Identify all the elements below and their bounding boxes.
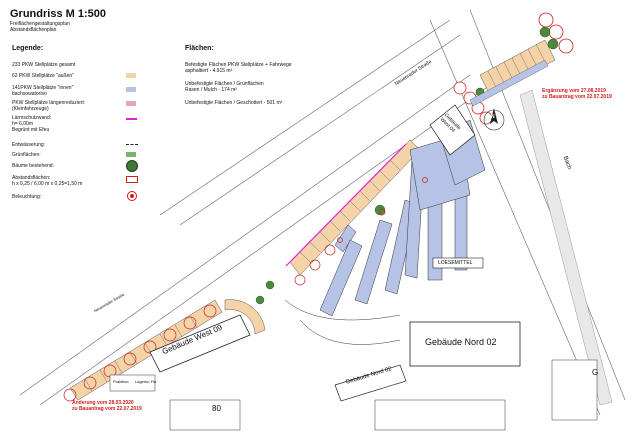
noise-wall <box>285 143 407 267</box>
flaechen-item-green: Unbefestigte Flächen / Grünflächen Rasen… <box>185 81 264 93</box>
building-nord-02 <box>409 321 521 367</box>
lighting-icon <box>127 191 137 201</box>
lighting-markers <box>337 177 428 243</box>
legend-item-drainage: Entwässerung: <box>12 142 46 148</box>
tree-icon <box>126 160 138 172</box>
building-number-label: 80 <box>212 404 221 413</box>
building-west-09 <box>149 314 251 373</box>
legend-item-distance: Abstandsflächen: h x 0,25 / 6,00 m x 0,2… <box>12 175 83 187</box>
loesemittel-box <box>432 257 484 269</box>
north-arrow <box>483 108 505 131</box>
praktiker-label: Praktiker <box>113 379 129 384</box>
loesemittel-label: LOESEMITTEL <box>438 260 473 266</box>
legend-item-outside: 62 PKW Stellplätze "außen" <box>12 73 74 79</box>
legend-item-reduced: PKW Stellplätze längenreduziert: (Kleinf… <box>12 100 86 112</box>
legend-item-noise-wall: Lärmschutzwand: h= 6,00m Begrünt mit Efe… <box>12 115 52 133</box>
building-nord-02-label: Gebäude Nord 02 <box>425 337 497 347</box>
plan-subtitle-1: Freiflächengestaltungsplan <box>10 21 70 27</box>
road-curve-2 <box>299 319 401 345</box>
legend-item-inside: 141PKW Stellplätze "innen" bachsowatoris… <box>12 85 74 97</box>
annotation-ergaenzung: Ergänzung vom 27.08.2019 zu Bauantrag vo… <box>542 88 612 100</box>
legend-item-total: 233 PKW Stellplätze gesamt <box>12 62 76 68</box>
building-bottom-center <box>374 399 506 431</box>
building-west-04 <box>429 104 476 156</box>
building-letter-label: G <box>592 368 599 377</box>
north-label: N <box>491 114 495 120</box>
legend-item-trees: Bäume bestehend: <box>12 163 54 169</box>
tree-row-top-right-green <box>475 26 559 97</box>
drainage-swatch <box>126 144 138 145</box>
legend-heading: Legende: <box>12 45 44 52</box>
distance-area-swatch <box>126 176 138 183</box>
flaechen-item-gravel: Unbefestigte Flächen / Geschottert - 501… <box>185 100 283 106</box>
noise-wall-swatch <box>126 118 137 120</box>
legend-item-green: Grünflächen: <box>12 152 41 158</box>
inside-parking-swatch <box>126 87 136 92</box>
creek-band <box>519 89 613 406</box>
outside-parking-swatch <box>126 73 136 78</box>
building-bottom-right <box>551 359 598 421</box>
lager-label: Lagerkn Fla <box>135 379 157 384</box>
plan-subtitle-2: Abstandsflächenplan <box>10 27 57 33</box>
legend-item-lighting: Beleuchtung: <box>12 194 42 200</box>
flaechen-item-paved: Befestigte Flächen PKW Stellplätze + Fah… <box>185 62 292 74</box>
green-area-swatch <box>126 152 136 157</box>
building-praktiker <box>109 374 156 392</box>
annotation-aenderung: Änderung vom 28.03.2020 zu Bauantrag vom… <box>72 400 142 412</box>
road-curve-1 <box>284 299 401 321</box>
parking-top-right <box>469 39 556 107</box>
building-nord-02-small <box>334 364 407 402</box>
tree-row-top-right <box>453 12 574 125</box>
flaechen-heading: Flächen: <box>185 45 214 52</box>
reduced-parking-swatch <box>126 101 136 106</box>
trees-center <box>255 204 386 305</box>
plan-title: Grundriss M 1:500 <box>10 8 106 20</box>
building-bottom-left <box>169 399 241 431</box>
